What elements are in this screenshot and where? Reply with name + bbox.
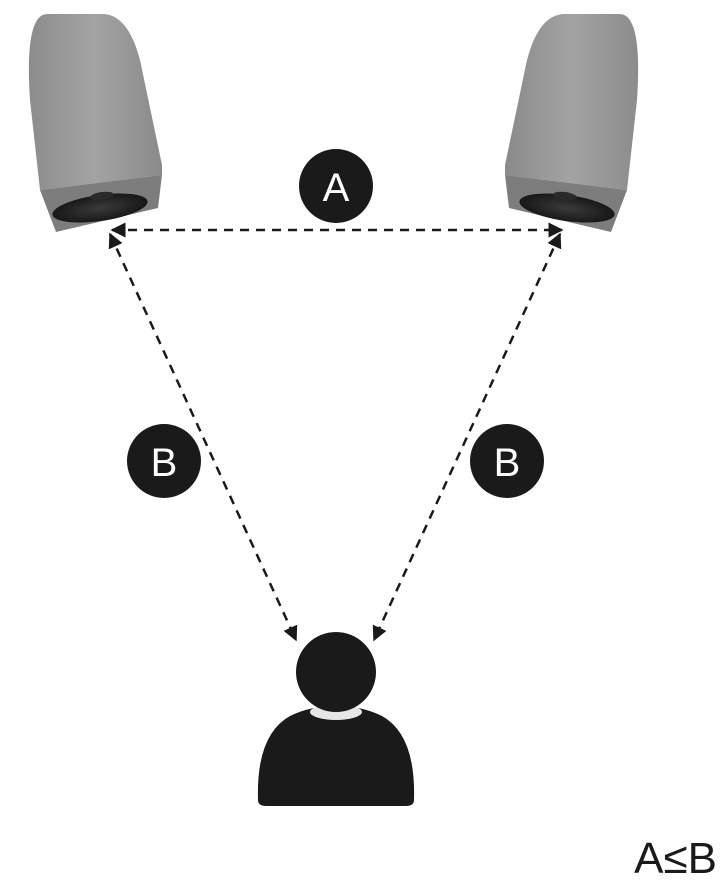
badge-b-right: B	[470, 424, 544, 498]
distance-formula: A≤B	[634, 834, 717, 883]
right-speaker-icon	[505, 14, 639, 232]
listener-icon	[257, 632, 415, 806]
badge-a-label: A	[323, 166, 350, 210]
badge-b-left-label: B	[151, 441, 178, 485]
badge-b-left: B	[127, 424, 201, 498]
distance-line-b-right	[372, 232, 562, 642]
badge-b-right-label: B	[494, 441, 521, 485]
badge-a: A	[299, 149, 373, 223]
distance-line-b-left	[108, 232, 298, 642]
left-speaker-icon	[28, 14, 162, 232]
